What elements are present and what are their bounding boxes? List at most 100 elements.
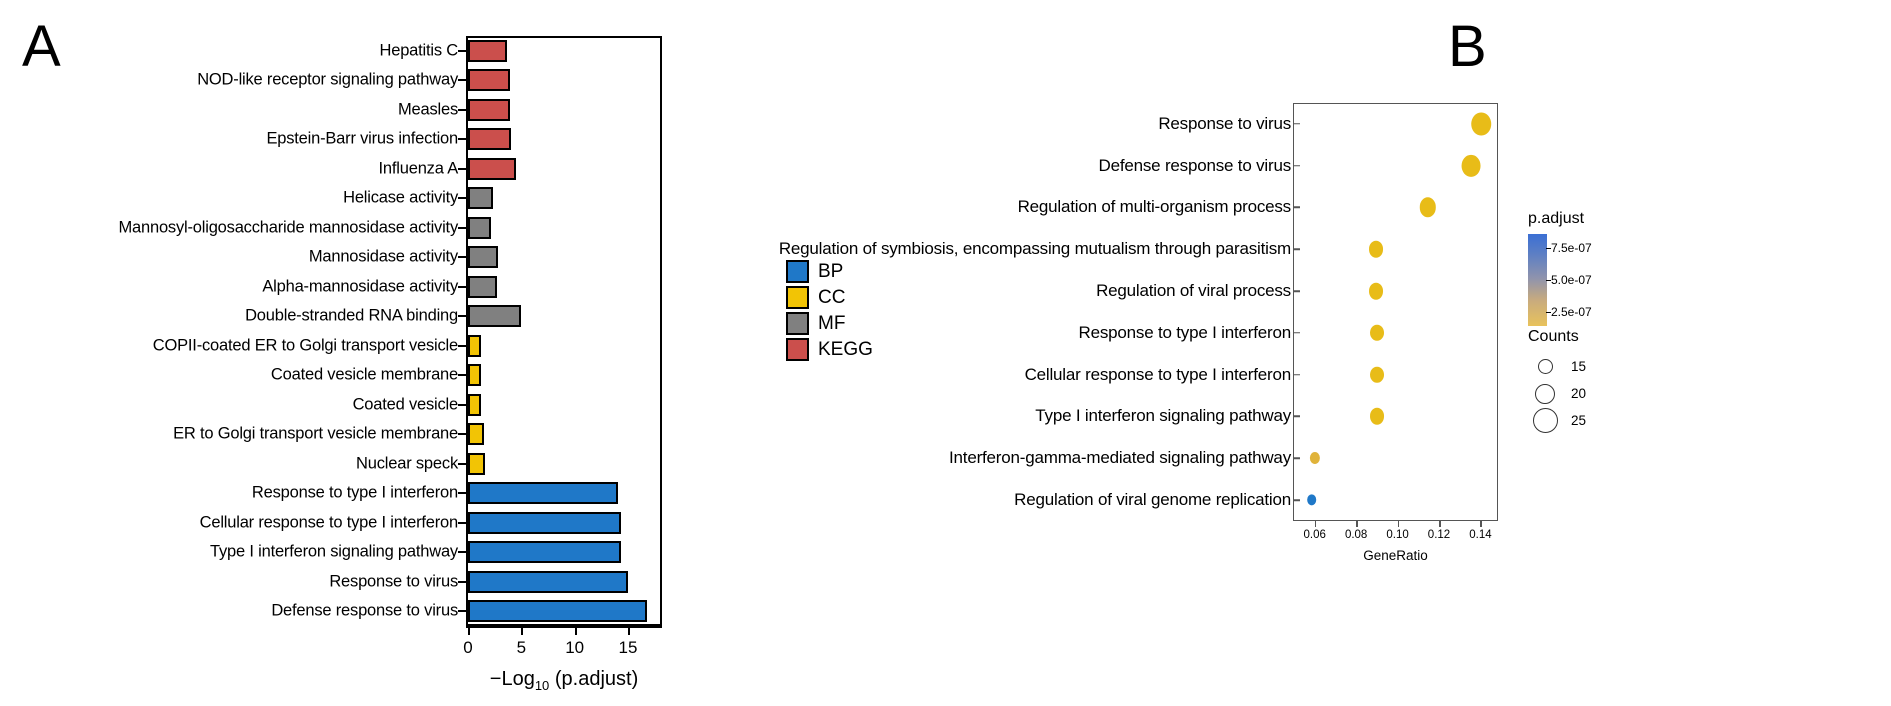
panel-a-category-label: Helicase activity <box>343 188 458 207</box>
counts-legend-item[interactable]: 25 <box>1528 407 1586 434</box>
panel-a-x-axis-line <box>466 626 662 628</box>
panel-a-category-label: Coated vesicle <box>352 395 459 414</box>
counts-circle-wrap <box>1528 408 1562 433</box>
panel-a-bar <box>468 305 522 328</box>
panel-b-y-tick <box>1293 290 1300 292</box>
panel-a-bar <box>468 423 484 446</box>
panel-b-x-tick <box>1397 521 1400 527</box>
panel-b-dot-row: Cellular response to type I interferon <box>700 354 1498 396</box>
padjust-tick-label: 5.0e-07 <box>1551 273 1592 287</box>
panel-a-y-tick <box>458 403 466 406</box>
panel-a-letter: A <box>22 14 61 79</box>
panel-a-bar-row: Double-stranded RNA binding <box>0 302 662 332</box>
panel-b-data-point <box>1368 282 1383 300</box>
panel-a-category-label: Nuclear speck <box>356 454 458 473</box>
panel-a-bar-row: ER to Golgi transport vesicle membrane <box>0 420 662 450</box>
legend-swatch-icon <box>786 337 809 361</box>
panel-a-bar <box>468 452 486 475</box>
panel-a-legend-item[interactable]: MF <box>786 310 873 336</box>
panel-a-y-tick <box>458 462 466 465</box>
panel-a-category-label: Cellular response to type I interferon <box>199 513 459 532</box>
panel-a-y-tick <box>458 344 466 347</box>
panel-a-y-tick <box>458 49 466 52</box>
panel-b-y-tick <box>1293 164 1300 167</box>
panel-a-bar-row: Response to virus <box>0 567 662 597</box>
panel-a-legend-label: CC <box>818 286 846 308</box>
panel-b-dot-row: Response to virus <box>700 103 1498 145</box>
panel-a-bar-row: Defense response to virus <box>0 597 662 627</box>
panel-a-bar <box>468 39 508 62</box>
panel-b-x-tick-label: 0.08 <box>1344 529 1368 541</box>
panel-a-bar-row: Mannosyl-oligosaccharide mannosidase act… <box>0 213 662 243</box>
panel-b-category-label: Cellular response to type I interferon <box>1024 364 1292 384</box>
panel-b-category-label: Response to virus <box>1158 113 1291 133</box>
panel-a-legend-item[interactable]: BP <box>786 258 873 284</box>
panel-b-data-point <box>1461 154 1481 177</box>
panel-b-x-tick <box>1480 521 1482 527</box>
panel-a-bar <box>468 216 492 239</box>
panel-a-category-label: Epstein-Barr virus infection <box>266 129 458 148</box>
panel-a-bar-row: Coated vesicle membrane <box>0 361 662 391</box>
panel-a-bar-row: Measles <box>0 95 662 125</box>
panel-a-legend-item[interactable]: KEGG <box>786 336 873 362</box>
padjust-tick-label: 7.5e-07 <box>1551 241 1592 255</box>
panel-a-legend-label: KEGG <box>818 338 873 360</box>
counts-legend-item[interactable]: 15 <box>1528 353 1586 380</box>
panel-a-y-tick <box>458 492 466 495</box>
panel-b-category-label: Interferon-gamma-mediated signaling path… <box>949 448 1291 468</box>
panel-a-bar <box>468 128 511 151</box>
counts-circle-icon <box>1532 408 1558 433</box>
panel-b-data-point <box>1369 408 1384 425</box>
panel-a-bar-row: Type I interferon signaling pathway <box>0 538 662 568</box>
panel-b-x-axis-title: GeneRatio <box>1363 548 1428 563</box>
panel-b-x-tick <box>1439 521 1441 527</box>
panel-a-bar <box>468 334 481 357</box>
panel-a-y-tick <box>458 285 466 288</box>
padjust-tick-mark <box>1546 280 1551 281</box>
panel-a-y-tick <box>458 315 466 318</box>
panel-a-bar-row: Influenza A <box>0 154 662 184</box>
panel-a-bar <box>468 570 628 593</box>
padjust-tick-label: 2.5e-07 <box>1551 305 1592 319</box>
panel-b-category-label: Regulation of multi-organism process <box>1017 197 1292 217</box>
counts-legend-item[interactable]: 20 <box>1528 380 1586 407</box>
panel-a-category-label: Double-stranded RNA binding <box>245 306 458 325</box>
panel-a-bar <box>468 69 510 92</box>
panel-a-bar <box>468 157 516 180</box>
panel-a-y-tick <box>458 433 466 436</box>
panel-a-y-tick <box>458 580 466 583</box>
panel-a-x-tick-label: 15 <box>618 638 638 657</box>
padjust-colorbar-ticks: 7.5e-07 5.0e-07 2.5e-07 <box>1546 234 1637 326</box>
legend-swatch-icon <box>786 259 809 283</box>
padjust-legend-title: p.adjust <box>1528 210 1585 227</box>
panel-b-data-point <box>1368 241 1383 258</box>
panel-a-y-tick <box>458 226 466 229</box>
panel-a-bar-row: COPII-coated ER to Golgi transport vesic… <box>0 331 662 361</box>
panel-a-bar-row: Hepatitis C <box>0 36 662 66</box>
panel-b-data-point <box>1306 494 1317 506</box>
panel-a-legend-item[interactable]: CC <box>786 284 873 310</box>
panel-b-dot-row: Regulation of symbiosis, encompassing mu… <box>700 228 1498 270</box>
panel-a-x-axis-title: −Log10 (p.adjust) <box>489 668 639 693</box>
panel-b-y-tick <box>1293 332 1300 334</box>
panel-a-y-tick <box>458 138 466 141</box>
panel-b-dot-row: Type I interferon signaling pathway <box>700 396 1498 438</box>
panel-b-category-label: Response to type I interferon <box>1078 322 1292 342</box>
panel-a-y-tick <box>458 79 466 82</box>
panel-b-data-point <box>1309 452 1320 465</box>
panel-b-y-tick <box>1293 499 1300 501</box>
panel-a-x-tick-label: 0 <box>463 638 473 657</box>
panel-a-category-label: Response to virus <box>329 572 458 591</box>
panel-b-dot-row: Response to type I interferon <box>700 312 1498 354</box>
panel-b-dot-row: Defense response to virus <box>700 145 1498 187</box>
counts-circle-wrap <box>1528 383 1562 404</box>
panel-a-bar <box>468 600 648 623</box>
panel-a-x-tick <box>468 626 470 635</box>
panel-a-bar-row: Alpha-mannosidase activity <box>0 272 662 302</box>
panel-a-x-tick <box>521 626 524 635</box>
